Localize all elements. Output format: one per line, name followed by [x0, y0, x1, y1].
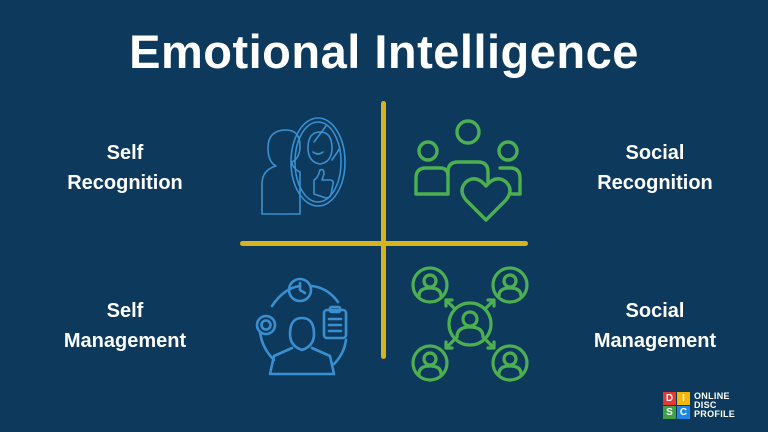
logo-text: ONLINE DISC PROFILE: [694, 392, 735, 419]
logo-line: ONLINE: [694, 391, 730, 401]
label-social-recognition: Social Recognition: [570, 138, 740, 198]
disc-tiles: D I S C: [663, 392, 690, 419]
label-social-management: Social Management: [570, 296, 740, 356]
tile-c: C: [677, 406, 690, 419]
page-title: Emotional Intelligence: [129, 25, 639, 78]
label-line: Management: [593, 330, 717, 352]
network-users-icon: [411, 266, 529, 382]
person-mirror-icon: [261, 117, 346, 215]
tile-i: I: [677, 392, 690, 405]
label-line: Self: [106, 142, 144, 164]
label-self-management: Self Management: [40, 296, 210, 356]
online-disc-profile-logo: D I S C ONLINE DISC PROFILE: [663, 392, 735, 419]
label-line: Recognition: [67, 172, 183, 194]
person-clock-gear-clipboard-icon: [255, 277, 348, 376]
group-heart-icon: [414, 119, 522, 222]
label-line: Recognition: [597, 172, 713, 194]
label-line: Social: [625, 142, 685, 164]
label-line: Social: [625, 300, 685, 322]
label-line: Management: [63, 330, 187, 352]
logo-line: DISC: [694, 400, 717, 410]
logo-line: PROFILE: [694, 409, 736, 419]
tile-s: S: [663, 406, 676, 419]
tile-d: D: [663, 392, 676, 405]
label-line: Self: [106, 300, 144, 322]
horizontal-divider: [240, 241, 528, 246]
label-self-recognition: Self Recognition: [40, 138, 210, 198]
vertical-divider: [381, 101, 386, 359]
